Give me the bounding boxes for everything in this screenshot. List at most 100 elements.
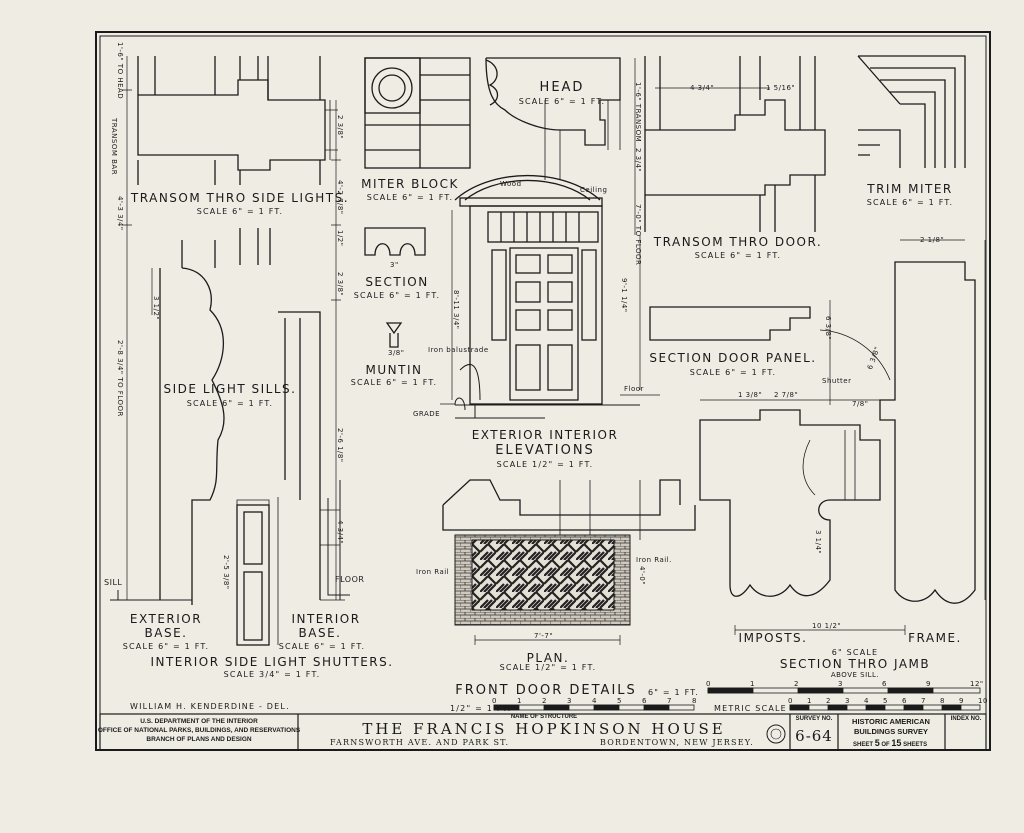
scale-elevations: SCALE 1/2" = 1 FT. (496, 460, 594, 469)
inch-tick-6: 12" (970, 680, 984, 688)
dim-transom: 1'-6" TRANSOM (634, 82, 642, 143)
scale-head: SCALE 6" = 1 FT. (518, 97, 606, 106)
door-elevation (454, 174, 640, 419)
department-seal (766, 724, 786, 744)
name-of-structure-label: NAME OF STRUCTURE (510, 714, 578, 720)
label-interior-base-2: BASE. (298, 626, 342, 640)
scale-section: SCALE 6" = 1 FT. (353, 291, 441, 300)
dim-7-0: 7'-0" TO FLOOR (634, 204, 642, 266)
transom-side-lights-drawing (137, 56, 338, 185)
dim-4-3: 4'-3 3/4" (116, 196, 124, 231)
dim-1-5-16: 1 5/16" (766, 84, 796, 92)
survey-no-label: SURVEY NO. (795, 716, 833, 722)
sheet-no: 5 (874, 738, 880, 748)
metric-tick-2: 2 (826, 697, 831, 705)
label-interior-shutters: INTERIOR SIDE LIGHT SHUTTERS. (150, 655, 394, 669)
label-section-thro-jamb: SECTION THRO JAMB (779, 657, 931, 671)
metric-tick-3: 3 (845, 697, 850, 705)
label-front-door-details: FRONT DOOR DETAILS (455, 683, 637, 698)
ft-tick-0: 0 (492, 697, 497, 705)
dim-7-7: 7'-7" (534, 632, 554, 640)
scale-transom-thro-door: SCALE 6" = 1 FT. (694, 251, 782, 260)
ft-tick-5: 5 (617, 697, 622, 705)
dim-3-in: 3" (390, 261, 399, 269)
index-no-label: INDEX NO. (950, 716, 982, 722)
scale-plan: SCALE 1/2" = 1 FT. (499, 663, 597, 672)
label-floor-2: Floor (624, 385, 644, 393)
scale-transom-side-lights: SCALE 6" = 1 FT. (196, 207, 284, 216)
habs-line-2: BUILDINGS SURVEY (853, 727, 929, 736)
dim-2-6-1-8: 2'-6 1/8" (336, 428, 344, 463)
dim-4-2-7-8: 4'-2 7/8" (336, 180, 344, 215)
dim-to-floor: 2'-8 3/4" TO FLOOR (116, 340, 124, 417)
label-side-light-sills: SIDE LIGHT SILLS. (163, 382, 297, 396)
scale-section-thro-jamb: 6" SCALE (831, 648, 879, 657)
sheets-label: SHEETS (903, 742, 928, 748)
plan-herringbone (471, 539, 615, 611)
label-transom-side-lights: TRANSOM THRO SIDE LIGHTS. (130, 191, 350, 205)
label-exterior-interior: EXTERIOR INTERIOR (471, 428, 619, 442)
habs-line-1: HISTORIC AMERICAN (852, 717, 930, 726)
dim-to-head: 1'-6" TO HEAD (116, 42, 124, 100)
structure-address: FARNSWORTH AVE. AND PARK ST. (330, 738, 510, 747)
inch-tick-2: 2 (794, 680, 799, 688)
metric-tick-5: 5 (883, 697, 888, 705)
ft-tick-4: 4 (592, 697, 597, 705)
metric-tick-7: 7 (921, 697, 926, 705)
scale-interior-shutters: SCALE 3/4" = 1 FT. (223, 670, 321, 679)
dim-4-0: 4'-0" (638, 566, 646, 586)
dim-transom-bar: TRANSOM BAR (110, 118, 118, 176)
scale-side-light-sills: SCALE 6" = 1 FT. (186, 399, 274, 408)
label-iron-balustrade: Iron balustrade (428, 346, 489, 354)
agency-line-2: OFFICE OF NATIONAL PARKS, BUILDINGS, AND… (97, 727, 301, 734)
dim-2-5-3-8: 2'-5 3/8" (222, 555, 230, 590)
label-floor: FLOOR (335, 575, 365, 584)
scale-miter-block: SCALE 6" = 1 FT. (366, 193, 454, 202)
title-block-frame (99, 713, 987, 751)
ft-tick-1: 1 (517, 697, 522, 705)
label-above-sill: ABOVE SILL. (830, 671, 880, 679)
dim-2-3-4: 2 3/4" (634, 148, 642, 173)
inch-tick-4: 6 (882, 680, 887, 688)
sheet-label: SHEET (853, 742, 874, 748)
inch-tick-5: 9 (926, 680, 931, 688)
structure-name: THE FRANCIS HOPKINSON HOUSE (362, 720, 726, 738)
label-interior-base: INTERIOR (291, 612, 361, 626)
dim-2-3-8: 2 3/8" (336, 115, 344, 140)
plan-drawing (442, 479, 696, 540)
label-plan: PLAN. (526, 651, 570, 665)
ft-tick-6: 6 (642, 697, 647, 705)
label-frame: FRAME. (908, 631, 962, 645)
section-door-panel-drawing (649, 306, 811, 341)
metric-tick-10: 10 (978, 697, 988, 705)
head-drawing (485, 57, 621, 180)
section-thro-jamb-drawing (699, 261, 976, 604)
label-muntin: MUNTIN (365, 363, 423, 377)
dim-10-1-2: 10 1/2" (812, 622, 842, 630)
section-profile (364, 227, 426, 256)
label-trim-miter: TRIM MITER (867, 182, 953, 196)
label-grade: GRADE (413, 410, 441, 418)
inch-tick-3: 3 (838, 680, 843, 688)
of-label: OF (881, 742, 890, 748)
label-head: HEAD (539, 80, 585, 95)
scale-interior-base: SCALE 6" = 1 FT. (278, 642, 366, 651)
dim-4-3-4-b: 4 3/4" (690, 84, 715, 92)
agency-line-1: U.S. DEPARTMENT OF THE INTERIOR (140, 718, 258, 725)
dim-8-11: 8'-11 3/4" (452, 290, 460, 330)
graphic-scales (493, 687, 981, 711)
scale-trim-miter: SCALE 6" = 1 FT. (866, 198, 954, 207)
label-shutter: Shutter (822, 377, 852, 385)
dim-7-8: 7/8" (852, 400, 869, 408)
label-iron-rail: Iron Rail (416, 568, 450, 576)
dim-3-1-2: 3 1/2" (152, 296, 160, 321)
metric-tick-8: 8 (940, 697, 945, 705)
agency-line-3: BRANCH OF PLANS AND DESIGN (146, 736, 252, 743)
label-exterior-base-2: BASE. (144, 626, 188, 640)
dim-2-7-8: 2 7/8" (774, 391, 799, 399)
scale-half-in: 1/2" = 1 FT. (450, 704, 512, 713)
scale-exterior-base: SCALE 6" = 1 FT. (122, 642, 210, 651)
exterior-interior-base-drawing (327, 480, 350, 600)
label-wood: Wood (500, 180, 522, 188)
ft-tick-7: 7 (667, 697, 672, 705)
